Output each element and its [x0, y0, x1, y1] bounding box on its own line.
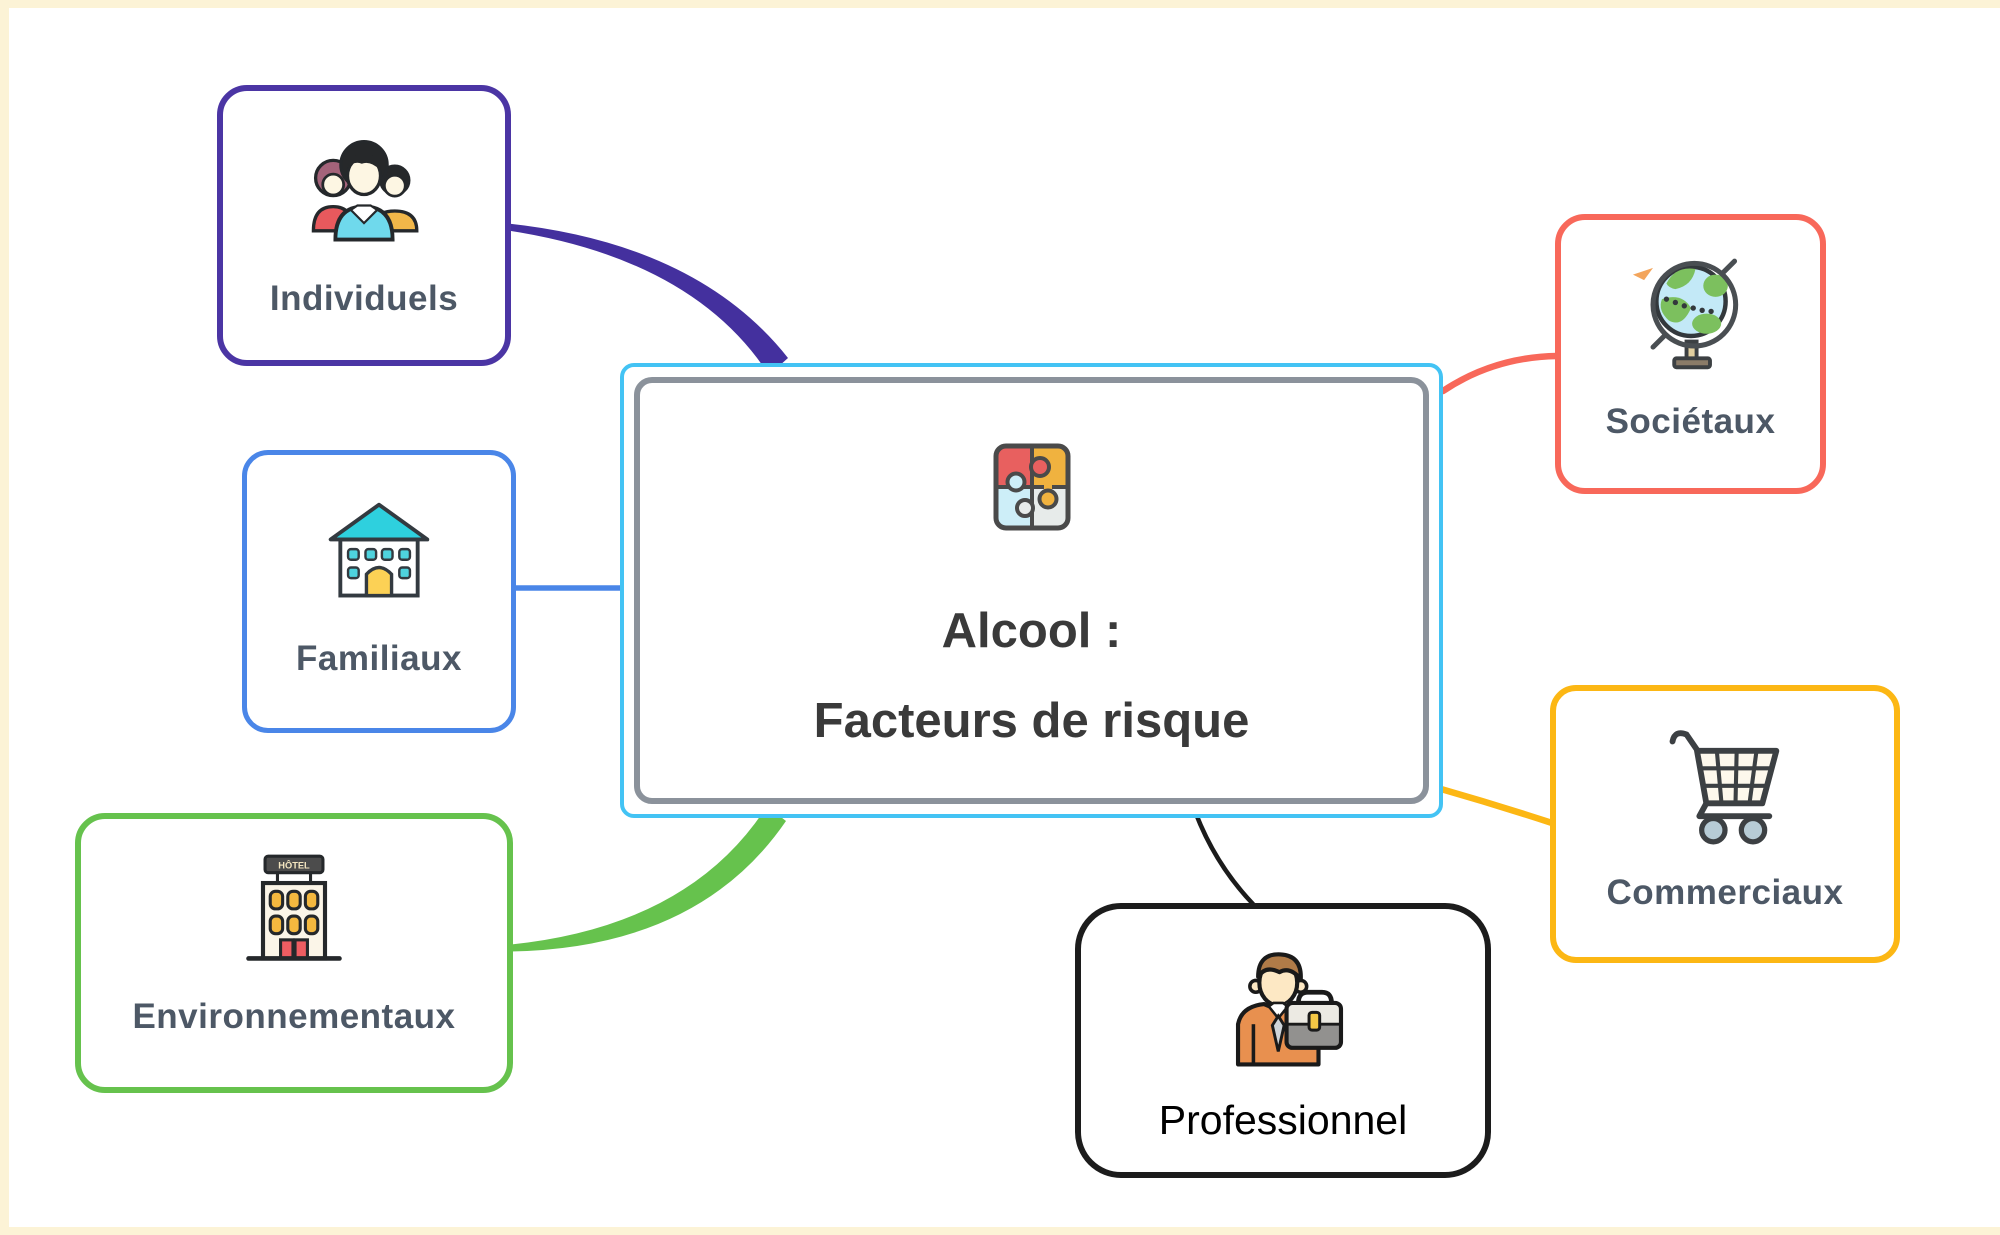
node-label: Sociétaux	[1605, 402, 1776, 441]
connector-individuels	[508, 223, 788, 375]
school-house-icon	[328, 502, 430, 598]
node-professionnel: Professionnel	[1075, 903, 1491, 1178]
central-node-inner: Alcool : Facteurs de risque	[634, 377, 1429, 804]
connector-commerciaux	[1437, 785, 1556, 827]
central-title-line1: Alcool :	[941, 604, 1122, 658]
family-icon	[311, 140, 419, 242]
node-label: Professionnel	[1158, 1097, 1408, 1143]
node-individuels: Individuels	[217, 85, 511, 366]
node-label: Commerciaux	[1606, 873, 1844, 912]
node-label: Individuels	[269, 279, 459, 318]
puzzle-icon	[993, 443, 1070, 531]
hotel-sign-text: HÔTEL	[278, 860, 310, 871]
node-commerciaux: Commerciaux	[1550, 685, 1900, 963]
businessman-briefcase-icon	[1235, 952, 1344, 1067]
node-label: Environnementaux	[132, 997, 456, 1036]
node-societaux: Sociétaux	[1555, 214, 1826, 494]
connector-societaux	[1439, 352, 1561, 395]
central-title-line2: Facteurs de risque	[813, 694, 1250, 748]
node-familiaux: Familiaux	[242, 450, 516, 733]
connector-environnementaux	[511, 806, 786, 952]
hotel-building-icon: HÔTEL	[246, 854, 342, 961]
node-environnementaux: HÔTEL Environnementaux	[75, 813, 513, 1093]
central-node: Alcool : Facteurs de risque	[620, 363, 1443, 818]
desk-globe-icon	[1632, 258, 1738, 370]
shopping-cart-icon	[1669, 730, 1780, 845]
node-label: Familiaux	[296, 639, 462, 678]
